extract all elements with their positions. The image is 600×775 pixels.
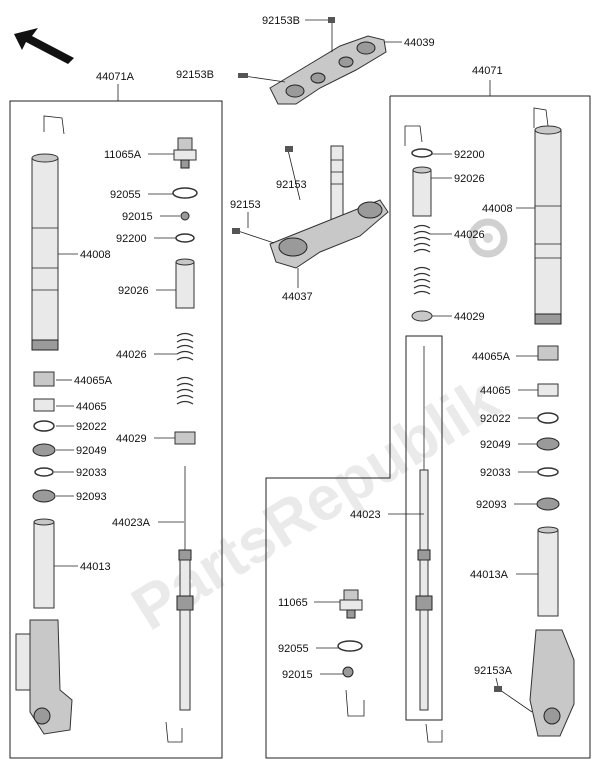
label-92049-left: 92049 [76,445,107,457]
label-44065-left: 44065 [76,401,107,413]
left-parts [15,115,198,743]
label-92055-right: 92055 [278,643,309,655]
label-44029-left: 44029 [116,433,147,445]
label-92022-left: 92022 [76,421,107,433]
label-44008-right: 44008 [482,203,513,215]
right-group-box [265,95,591,759]
label-92055-left: 92055 [110,189,141,201]
label-92200-right: 92200 [454,149,485,161]
label-44065A-right: 44065A [472,351,511,363]
label-44029-right: 44029 [454,311,485,323]
label-92153-a: 92153 [276,179,307,191]
label-92093-left: 92093 [76,491,107,503]
label-92026-left: 92026 [118,285,149,297]
label-44065A-left: 44065A [74,375,113,387]
label-44026-left: 44026 [116,349,147,361]
label-44026-right: 44026 [454,229,485,241]
label-92022-right: 92022 [480,413,511,425]
label-92153B-side: 92153B [176,69,214,81]
lower-clamp-stem [232,145,389,269]
left-fork-group: 44071A [9,71,223,759]
right-parts [337,107,575,743]
left-group-box [9,100,223,759]
label-44039: 44039 [404,37,435,49]
label-92049-right: 92049 [480,439,511,451]
label-92015-left: 92015 [122,211,153,223]
label-92153B-top: 92153B [262,15,300,27]
label-44037: 44037 [282,291,313,303]
left-group-label: 44071A [96,71,135,83]
label-44065-right: 44065 [480,385,511,397]
label-44023A: 44023A [112,517,151,529]
right-fork-group: 44071 [265,65,591,759]
label-92026-right: 92026 [454,173,485,185]
label-11065A: 11065A [104,149,142,161]
label-44023: 44023 [350,509,381,521]
label-11065: 11065 [278,597,308,609]
label-92015-right: 92015 [282,669,313,681]
upper-clamp [238,17,387,105]
label-92153-b: 92153 [230,199,261,211]
label-92093-right: 92093 [476,499,507,511]
gear-icon [468,218,508,258]
label-44013A: 44013A [470,569,509,581]
right-group-label: 44071 [472,65,503,77]
label-44013: 44013 [80,561,111,573]
label-92153A: 92153A [474,665,513,677]
label-92200-left: 92200 [116,233,147,245]
arrow-up-left-icon [14,28,74,64]
label-44008-left: 44008 [80,249,111,261]
label-92033-right: 92033 [480,467,511,479]
label-92033-left: 92033 [76,467,107,479]
